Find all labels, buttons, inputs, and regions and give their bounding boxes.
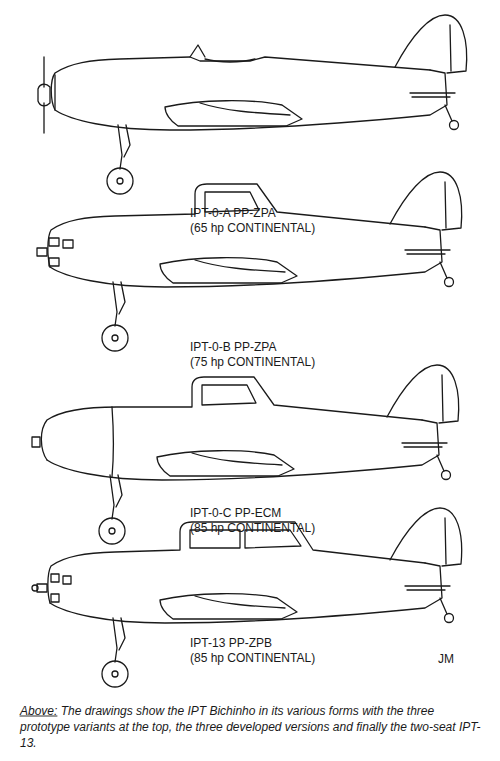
engine-label: (65 hp CONTINENTAL) [190, 221, 315, 235]
engine-label: (75 hp CONTINENTAL) [190, 355, 315, 369]
model-label: IPT-0-B PP-ZPA [190, 340, 276, 354]
model-label: IPT-0-C PP-ECM [190, 506, 281, 520]
model-label: IPT-13 PP-ZPB [190, 636, 272, 650]
model-label: IPT-0-A PP-ZPA [190, 206, 276, 220]
caption: Above: The drawings show the IPT Bichinh… [20, 703, 482, 751]
artist-initials: JM [438, 652, 454, 666]
engine-label: (85 hp CONTINENTAL) [190, 651, 315, 665]
engine-label: (85 hp CONTINENTAL) [190, 521, 315, 535]
